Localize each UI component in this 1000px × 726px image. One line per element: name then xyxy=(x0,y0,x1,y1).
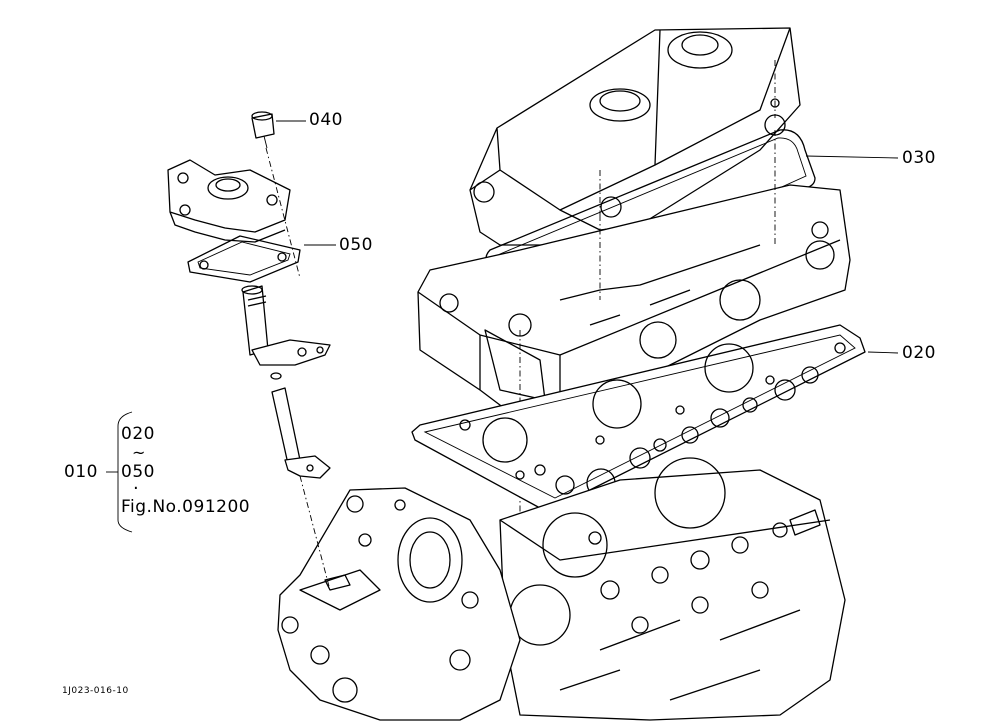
bolt xyxy=(251,111,301,279)
range-separator: ~ xyxy=(132,443,146,462)
cylinder-block xyxy=(499,457,846,721)
callout-020: 020 xyxy=(902,343,936,363)
leader-lines xyxy=(276,120,899,354)
range-end: 050 xyxy=(121,462,155,482)
valve-cover xyxy=(469,27,801,246)
drawing-id: 1J023-016-10 xyxy=(62,686,129,696)
range-bullet: · xyxy=(133,478,140,499)
assembly-code: 010 xyxy=(64,462,98,482)
callout-040: 040 xyxy=(309,110,343,130)
gear-case xyxy=(277,487,521,721)
figure-reference: Fig.No.091200 xyxy=(121,497,251,517)
callout-050: 050 xyxy=(339,235,373,255)
assembly-bracket xyxy=(106,411,133,533)
thermostat-pipe xyxy=(241,285,331,591)
thermostat-housing xyxy=(167,159,291,243)
cylinder-head-gasket xyxy=(411,324,866,509)
callout-030: 030 xyxy=(902,148,936,168)
range-start: 020 xyxy=(121,424,155,444)
thermostat-gasket xyxy=(187,235,301,283)
